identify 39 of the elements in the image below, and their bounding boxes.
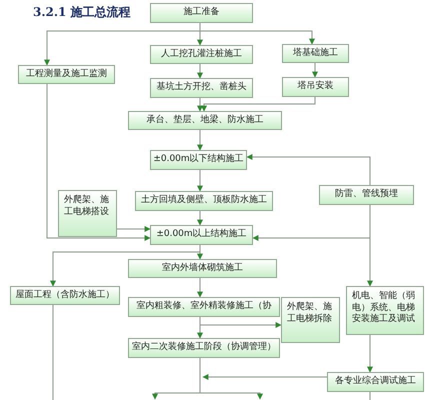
connector-line bbox=[52, 304, 54, 400]
arrow bbox=[46, 84, 151, 241]
process-box: 机电、智能（弱电）系统、电梯安装施工及调试 bbox=[346, 286, 424, 335]
process-box: 室内二次装修施工阶段（协调管理） bbox=[128, 338, 280, 358]
process-box: 屋面工程（含防水施工） bbox=[10, 286, 120, 305]
process-box: 各专业综合调试施工 bbox=[327, 372, 424, 392]
arrow bbox=[116, 226, 151, 232]
arrow bbox=[197, 210, 203, 226]
arrow bbox=[367, 334, 373, 373]
arrow bbox=[197, 316, 203, 339]
arrow bbox=[197, 170, 203, 192]
title: 3.2.1 施工总流程 bbox=[33, 4, 131, 21]
process-box: ±0.00m以下结构施工 bbox=[150, 150, 247, 170]
arrow bbox=[197, 98, 203, 112]
arrow bbox=[312, 62, 318, 78]
arrow bbox=[197, 130, 203, 151]
arrow bbox=[50, 244, 200, 287]
process-box: 防雷、管线预埋 bbox=[319, 185, 414, 205]
process-box: 土方回填及侧壁、顶板防水施工 bbox=[135, 191, 273, 211]
process-box: 承台、垫层、地梁、防水施工 bbox=[128, 111, 282, 130]
process-box: 塔吊安装 bbox=[282, 77, 349, 97]
process-box: 外爬架、施工电梯拆除 bbox=[281, 297, 340, 343]
arrow bbox=[197, 278, 203, 298]
arrow bbox=[200, 358, 263, 400]
process-box: 基坑土方开挖、凿桩头 bbox=[150, 78, 253, 98]
arrow bbox=[200, 22, 315, 45]
process-box: 人工挖孔灌注桩施工 bbox=[150, 45, 253, 64]
process-box: 施工准备 bbox=[150, 3, 253, 23]
process-box: ±0.00m以上结构施工 bbox=[150, 225, 253, 245]
arrow bbox=[197, 64, 203, 79]
arrow bbox=[201, 96, 316, 112]
process-box: 塔基础施工 bbox=[282, 44, 349, 63]
arrow bbox=[246, 154, 370, 186]
process-box: 工程测量及施工监测 bbox=[18, 65, 115, 84]
process-box: 外爬架、施工电梯搭设 bbox=[58, 190, 117, 237]
process-box: 室内外墙体砌筑施工 bbox=[128, 259, 277, 278]
arrow bbox=[367, 204, 373, 287]
arrow bbox=[202, 374, 328, 380]
process-box: 室内粗装修、室外精装修施工（协 bbox=[128, 297, 280, 317]
